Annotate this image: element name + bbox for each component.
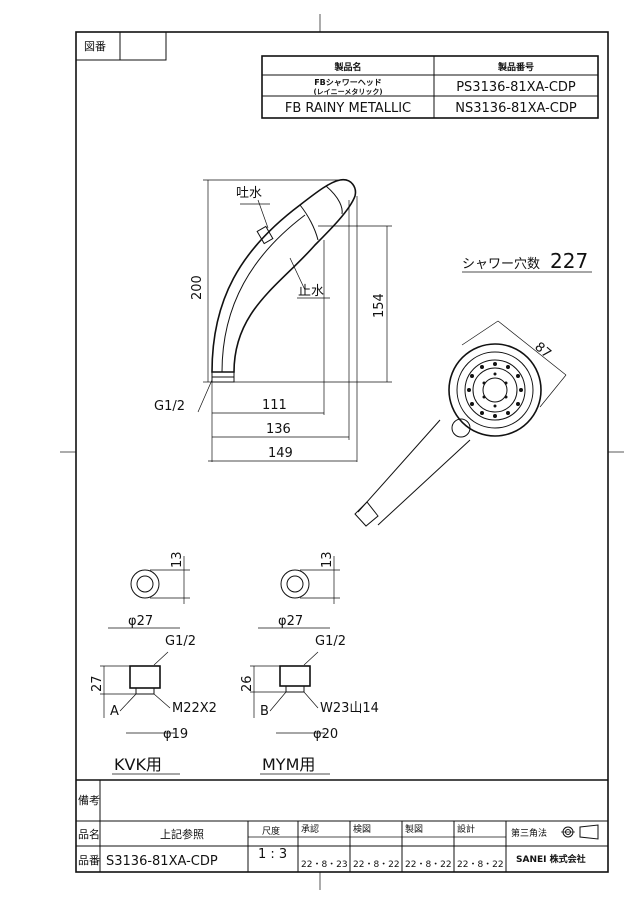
mym-dim-phi20: φ20: [313, 727, 338, 742]
drawn-label: 製図: [405, 823, 423, 835]
kvk-ref: A: [110, 704, 119, 719]
checked-label: 検図: [353, 823, 371, 835]
dim-154: 154: [372, 293, 387, 318]
mym-caption: MYM用: [262, 755, 315, 774]
hole-count-label: シャワー穴数: [462, 257, 540, 272]
label-stop: 止水: [298, 284, 324, 299]
mym-thread: G1/2: [315, 634, 346, 649]
mym-dim-26: 26: [240, 675, 255, 692]
scale-label: 尺度: [262, 825, 280, 837]
front-view-shower-head: シャワー穴数 227 87: [354, 249, 592, 527]
kvk-caption: KVK用: [114, 755, 162, 774]
dim-149: 149: [268, 446, 293, 461]
thread-label: G1/2: [154, 399, 185, 414]
kvk-nut: M22X2: [172, 701, 217, 716]
kvk-dim-27: 27: [90, 675, 105, 692]
approved-label: 承認: [301, 823, 319, 835]
designed-label: 設計: [457, 823, 475, 835]
mym-dim-phi27: φ27: [278, 614, 303, 629]
kvk-dim-13: 13: [170, 551, 185, 568]
number-value: S3136-81XA-CDP: [106, 854, 218, 869]
title-block: 備考 品名 上記参照 品番 S3136-81XA-CDP 尺度 1 : 3 承認…: [76, 779, 608, 872]
designed-date: 22・8・22: [457, 860, 504, 870]
product-name-jp-line1: FBシャワーヘッド: [314, 78, 382, 87]
product-name-jp-line2: (レイニーメタリック): [313, 87, 382, 96]
name-label: 品名: [78, 827, 100, 841]
company: SANEI 株式会社: [516, 853, 586, 865]
checked-date: 22・8・22: [353, 860, 400, 870]
drawing-no-label: 図番: [84, 40, 106, 53]
product-name-en: FB RAINY METALLIC: [285, 101, 411, 116]
mym-adapter: 13 φ27 G1/2 26 B W23山14 φ20 MYM用: [240, 551, 379, 775]
hole-count: 227: [550, 249, 588, 273]
spray-holes: [467, 362, 523, 418]
label-outlet: 吐水: [236, 186, 262, 201]
outer-frame: [75, 31, 609, 873]
approved-date: 22・8・23: [301, 860, 348, 870]
mym-ref: B: [260, 704, 269, 719]
mym-nut: W23山14: [320, 701, 379, 716]
kvk-dim-phi27: φ27: [128, 614, 153, 629]
name-value: 上記参照: [160, 827, 204, 841]
dim-200: 200: [190, 275, 205, 300]
kvk-thread: G1/2: [165, 634, 196, 649]
projection-label: 第三角法: [511, 827, 547, 839]
product-name-header: 製品名: [333, 61, 361, 73]
scale-value: 1 : 3: [258, 847, 287, 862]
kvk-adapter: 13 φ27 G1/2 27 A M22X2 φ19 KVK用: [90, 551, 217, 775]
number-label: 品番: [78, 854, 100, 867]
kvk-dim-phi19: φ19: [163, 727, 188, 742]
third-angle-projection-icon: [561, 824, 599, 840]
dim-136: 136: [266, 422, 291, 437]
dim-111: 111: [262, 398, 287, 413]
drawing-number-box: 図番: [75, 31, 167, 61]
product-table: 製品名 製品番号 FBシャワーヘッド (レイニーメタリック) FB RAINY …: [261, 55, 599, 119]
remarks-label: 備考: [78, 794, 100, 807]
dim-87: 87: [531, 340, 553, 362]
side-view-shower-head: 吐水 止水 G1/2 200 154 111 136 149: [154, 178, 392, 462]
mym-dim-13: 13: [320, 551, 335, 568]
product-number-1: PS3136-81XA-CDP: [456, 80, 576, 95]
product-number-header: 製品番号: [497, 61, 534, 73]
drawn-date: 22・8・22: [405, 860, 452, 870]
product-number-2: NS3136-81XA-CDP: [455, 101, 577, 116]
